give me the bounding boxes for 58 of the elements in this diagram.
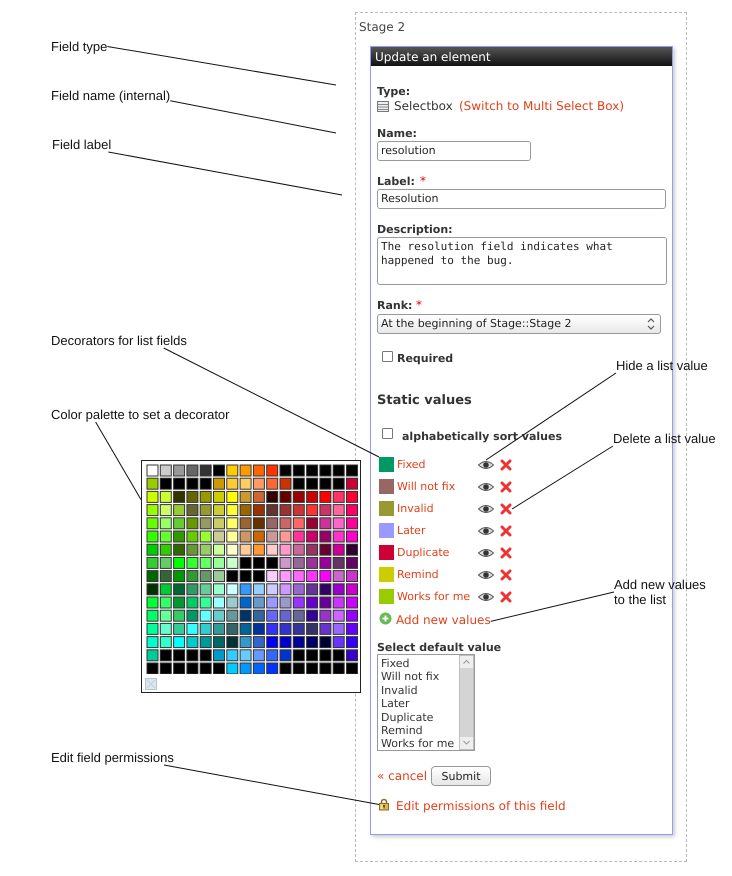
annotation-text: Add new values to the list xyxy=(614,577,714,607)
required-mark: * xyxy=(420,174,426,188)
leader-line xyxy=(512,446,614,510)
list-value-link: Later xyxy=(397,524,426,538)
select-field: At the beginning of Stage::Stage 2 xyxy=(377,314,661,334)
leader-line xyxy=(95,422,142,500)
annotation-text: Color palette to set a decorator xyxy=(51,407,230,422)
panel-header: Update an element xyxy=(371,47,672,66)
checkbox-label: Required xyxy=(397,352,454,366)
list-option: Will not fix xyxy=(381,670,440,684)
field-label: Label: xyxy=(377,175,415,189)
link: Add new values xyxy=(396,613,491,627)
field-label: Select default value xyxy=(377,641,502,655)
leader-line xyxy=(486,372,616,460)
annotation-text: Edit field permissions xyxy=(51,750,174,765)
leader-line xyxy=(108,152,342,196)
field-value: Selectbox xyxy=(394,99,453,113)
submit-button: Submit xyxy=(431,766,491,786)
list-value-link: Works for me xyxy=(397,590,470,604)
link: (Switch to Multi Select Box) xyxy=(459,99,624,113)
section-heading: Static values xyxy=(377,394,472,408)
input-field: resolution xyxy=(377,141,531,161)
field-label: Description: xyxy=(377,223,453,237)
list-option: Invalid xyxy=(381,684,418,697)
text-area: The resolution field indicates what happened to the bug. xyxy=(377,237,667,285)
cancel-link: « cancel xyxy=(377,769,428,783)
required-mark: * xyxy=(416,298,422,312)
field-label: Type: xyxy=(377,85,410,99)
list-value-link: Duplicate xyxy=(397,546,450,560)
eye-icon xyxy=(478,460,494,470)
annotation-text: Field type xyxy=(51,39,108,54)
leader-line xyxy=(170,100,336,134)
annotation-text: Field name (internal) xyxy=(51,88,170,103)
leader-line xyxy=(106,46,336,86)
checkbox-label: alphabetically sort values xyxy=(402,430,562,444)
annotation-text: Decorators for list fields xyxy=(51,333,187,348)
leader-line xyxy=(490,592,614,622)
stage-heading: Stage 2 xyxy=(359,20,406,34)
lock-icon xyxy=(379,798,389,811)
annotation-text: Delete a list value xyxy=(613,431,716,446)
list-value-link: Will not fix xyxy=(397,480,456,494)
list-option: Duplicate xyxy=(381,710,434,724)
leader-line xyxy=(164,764,380,805)
delete-icon xyxy=(500,503,512,515)
annotation-text: Hide a list value xyxy=(616,358,708,373)
color-swatch xyxy=(379,457,394,472)
list-option: Later xyxy=(381,697,410,710)
input-field: Resolution xyxy=(377,189,666,209)
list-value-link: Invalid xyxy=(397,502,434,516)
link: Edit permissions of this field xyxy=(396,799,566,813)
annotation-text: Field label xyxy=(52,137,112,152)
list-value-link: Fixed xyxy=(397,458,426,472)
list-option: Works for me xyxy=(381,737,454,750)
list-option: Fixed xyxy=(381,657,410,670)
list-option: Remind xyxy=(381,724,423,737)
field-label: Name: xyxy=(377,127,417,141)
field-label: Rank: xyxy=(377,299,412,313)
list-value-link: Remind xyxy=(397,568,439,582)
